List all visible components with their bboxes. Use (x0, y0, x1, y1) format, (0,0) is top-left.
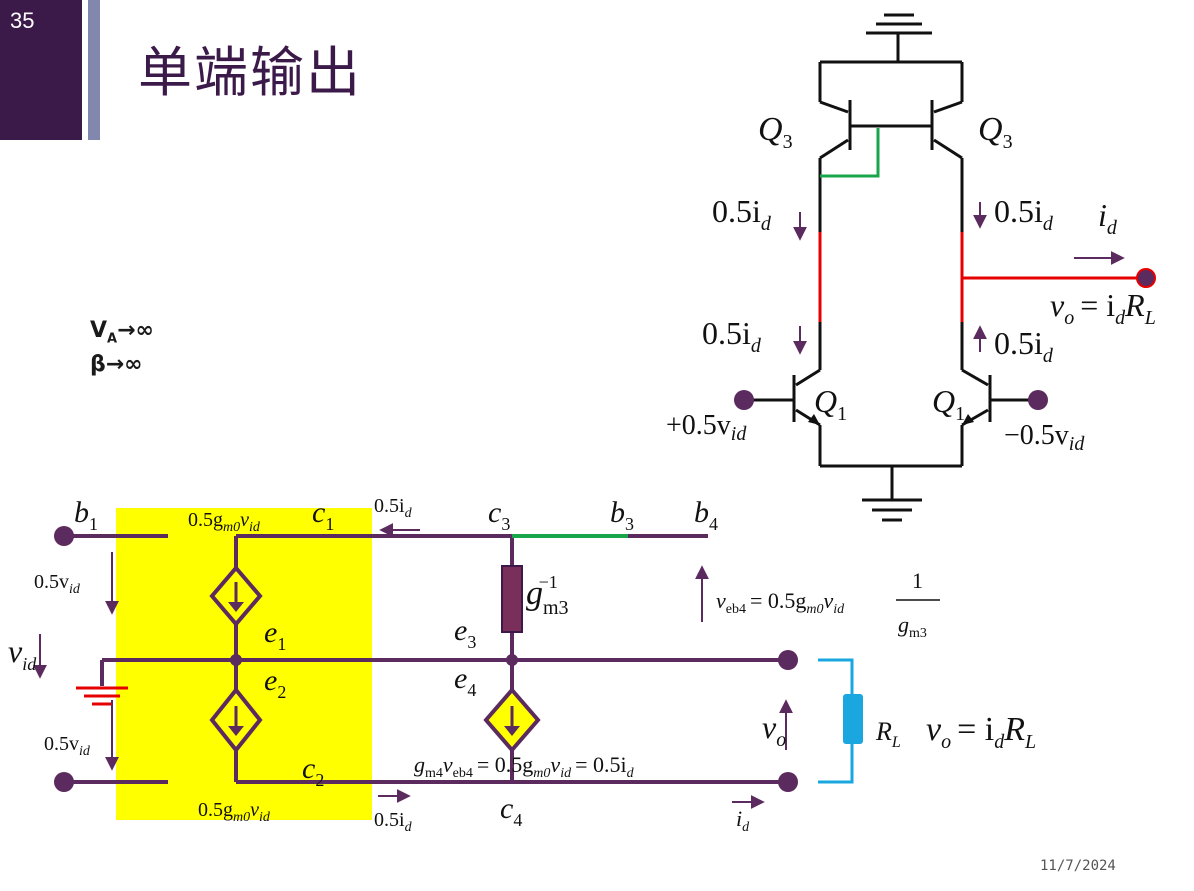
label-b3: b3 (610, 496, 634, 534)
label-c4: c4 (500, 792, 522, 830)
label-veb4-equation: veb4= 0.5gm0vid (716, 588, 845, 617)
input-voltage-positive: +0.5vid (666, 410, 747, 445)
label-vid: vid (8, 633, 37, 674)
label-e4: e4 (454, 662, 476, 700)
q1-left-label: Q1 (814, 383, 847, 425)
ground-icon (76, 686, 128, 706)
label-vo: vo (762, 709, 786, 751)
node-e3 (506, 654, 518, 666)
input-terminal-right (1028, 390, 1048, 410)
label-e3: e3 (454, 614, 476, 652)
label-fraction-numerator: 1 (912, 568, 923, 593)
label-c2: c2 (302, 752, 324, 790)
slide-title: 单端输出 (138, 41, 362, 104)
terminal-b1 (54, 526, 74, 546)
label-e1: e1 (264, 616, 286, 654)
current-source-2 (209, 686, 263, 754)
load-resistor (843, 694, 863, 744)
current-label-left-lower: 0.5id (702, 315, 762, 357)
label-half-id-bottom: 0.5id (374, 809, 413, 835)
output-current-label: id (1098, 197, 1118, 239)
current-label-right-lower: 0.5id (994, 325, 1054, 367)
yellow-highlight (116, 508, 372, 820)
label-vo-equation: vo= idRL (926, 711, 1036, 753)
slide-date: 11/7/2024 (1040, 858, 1116, 874)
output-voltage-equation: vo= idRL (1050, 287, 1156, 329)
label-half-id-top: 0.5id (374, 495, 413, 521)
accent-bar (88, 0, 100, 140)
label-c3: c3 (488, 496, 510, 534)
terminal-out-bottom (778, 772, 798, 792)
label-half-vid-bottom: 0.5vid (44, 733, 91, 759)
input-voltage-negative: −0.5vid (1004, 420, 1085, 455)
terminal-out-top (778, 650, 798, 670)
label-gm0-bottom: 0.5gm0vid (198, 799, 271, 825)
label-b4: b4 (694, 496, 718, 534)
label-id-output: id (736, 806, 750, 835)
gm3-resistor (501, 565, 523, 633)
q1-right-label: Q1 (932, 383, 965, 425)
terminal-b2 (54, 772, 74, 792)
label-half-vid-top: 0.5vid (34, 571, 81, 597)
assumption-beta: β→∞ (90, 352, 143, 377)
current-source-4 (483, 686, 541, 754)
label-gm0-top: 0.5gm0vid (188, 509, 261, 535)
label-e2: e2 (264, 664, 286, 702)
label-gm3-inverse: gm3−1 (526, 572, 569, 619)
green-short (820, 128, 880, 178)
q1-right-emitter-arrow-icon (962, 414, 974, 425)
label-b1: b1 (74, 496, 98, 534)
q3-left-label: Q3 (758, 111, 793, 153)
input-terminal-left (734, 390, 754, 410)
output-terminal (1136, 268, 1156, 288)
assumption-va: VA→∞ (90, 318, 154, 347)
node-e1 (230, 654, 242, 666)
label-c1: c1 (312, 496, 334, 534)
current-label-left-upper: 0.5id (712, 193, 772, 235)
q3-right-label: Q3 (978, 111, 1013, 153)
slide-number-box: 35 (0, 0, 82, 140)
slide-number: 35 (10, 8, 35, 33)
current-source-1 (209, 564, 263, 628)
q1-left-emitter-arrow-icon (808, 414, 820, 425)
current-label-right-upper: 0.5id (994, 193, 1054, 235)
label-fraction-denominator: gm3 (898, 612, 927, 641)
label-rl: RL (875, 717, 901, 751)
label-gm4-equation: gm4veb4= 0.5gm0vid= 0.5id (414, 752, 635, 781)
